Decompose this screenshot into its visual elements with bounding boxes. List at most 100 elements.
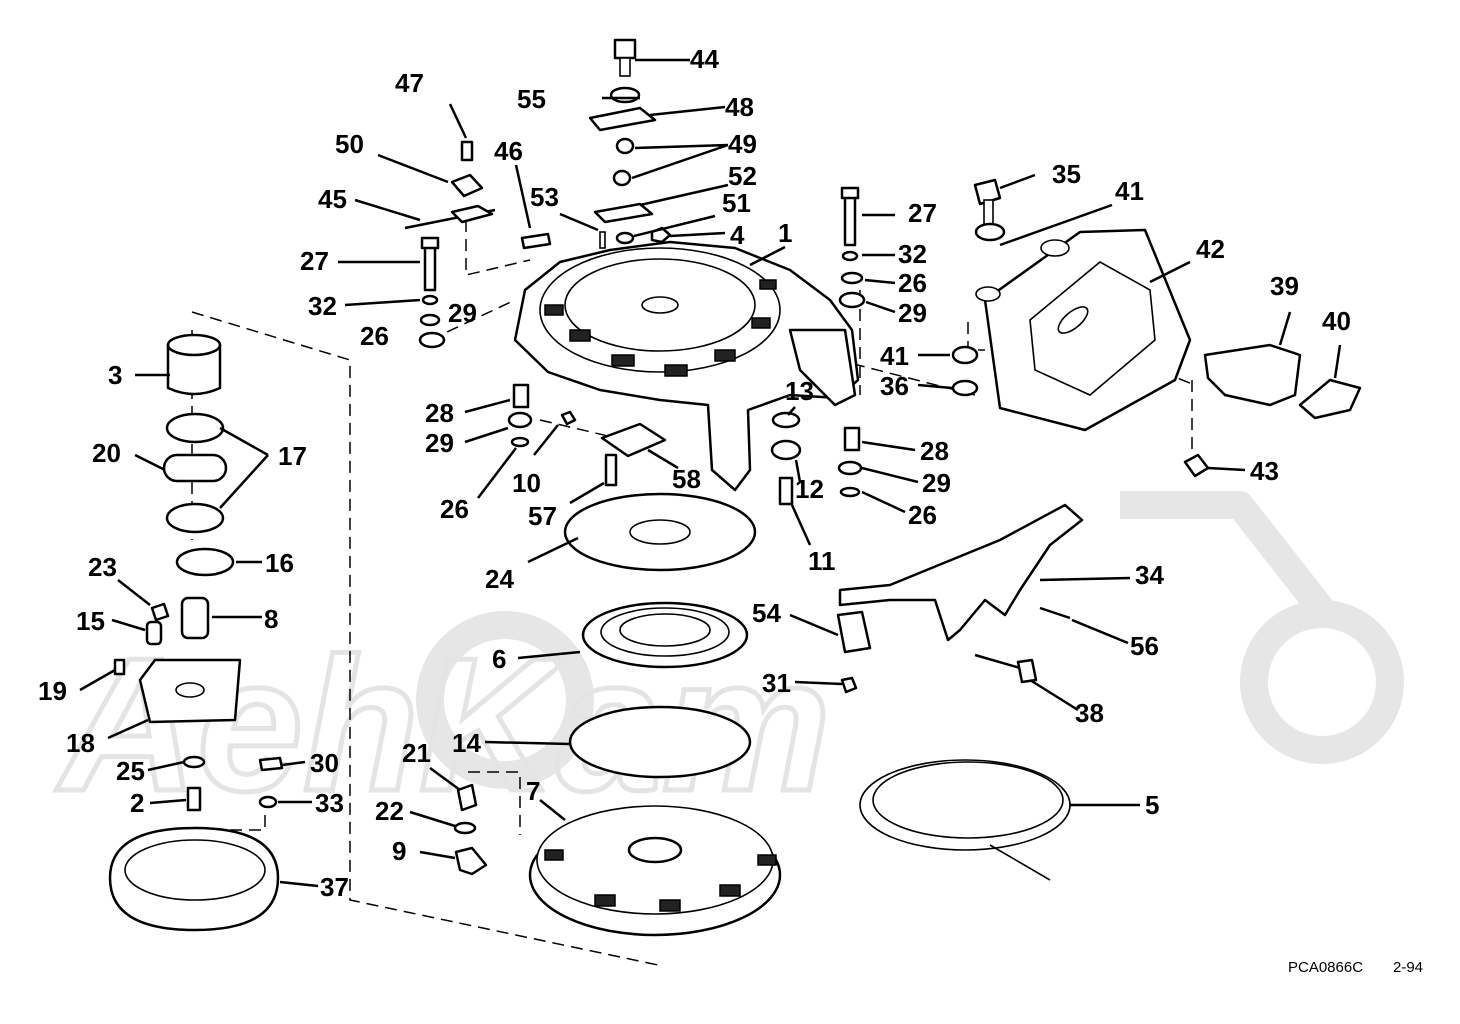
nut-31 (840, 676, 858, 694)
callout-39: 39 (1270, 271, 1299, 301)
callout-32-right: 32 (898, 239, 927, 269)
rope-5 (859, 759, 1071, 881)
callouts: 44 55 48 47 49 50 46 52 45 53 51 4 1 35 … (38, 44, 1351, 902)
washer-55 (609, 86, 641, 104)
callout-1: 1 (778, 218, 792, 248)
screw-2 (186, 786, 202, 812)
bolt-30 (258, 756, 284, 772)
callout-28-left: 28 (425, 398, 454, 428)
grommet-29d (837, 460, 863, 476)
bolt-35 (973, 178, 1002, 206)
pin-53 (599, 231, 606, 249)
callout-22: 22 (375, 796, 404, 826)
callout-41-mid: 41 (880, 341, 909, 371)
callout-43: 43 (1250, 456, 1279, 486)
washer-26c (510, 436, 530, 448)
pin-21 (456, 783, 478, 812)
callout-31: 31 (762, 668, 791, 698)
callout-29-right: 29 (898, 298, 927, 328)
washer-26b (840, 271, 864, 285)
callout-26-mid-left: 26 (440, 494, 469, 524)
clamp-50 (450, 173, 484, 198)
washer-22 (453, 821, 477, 835)
callout-54: 54 (752, 598, 781, 628)
spring-8 (180, 596, 210, 640)
callout-26-right: 26 (898, 268, 927, 298)
cap-43 (1183, 453, 1210, 478)
callout-58: 58 (672, 464, 701, 494)
callout-33: 33 (315, 788, 344, 818)
pulley-7 (528, 805, 782, 937)
cam-plate-58 (600, 422, 667, 458)
pin-19 (113, 658, 126, 676)
screw-44 (613, 38, 637, 60)
callout-28-right: 28 (920, 436, 949, 466)
callout-21: 21 (402, 738, 431, 768)
callout-16: 16 (265, 548, 294, 578)
washer-32b (841, 250, 859, 262)
washer-13 (771, 411, 801, 429)
callout-12: 12 (795, 474, 824, 504)
callout-11: 11 (808, 546, 836, 576)
callout-18: 18 (66, 728, 95, 758)
callout-27-left: 27 (300, 246, 329, 276)
callout-55: 55 (517, 84, 546, 114)
callout-45: 45 (318, 184, 347, 214)
spring-6 (581, 601, 749, 669)
callout-49: 49 (728, 129, 757, 159)
linkage-arm-34 (838, 503, 1084, 642)
callout-2: 2 (130, 788, 144, 818)
callout-23: 23 (88, 552, 117, 582)
starter-housing (513, 240, 860, 492)
rope-handle (1203, 343, 1302, 407)
callout-10: 10 (512, 468, 541, 498)
washer-14 (568, 705, 752, 779)
callout-32-left: 32 (308, 291, 337, 321)
callout-47: 47 (395, 68, 424, 98)
callout-3: 3 (108, 360, 122, 390)
callout-26-left: 26 (360, 321, 389, 351)
washer-32a (421, 294, 439, 306)
handle-insert (1298, 378, 1362, 420)
handle-bracket (975, 228, 1192, 432)
gasket-17a (165, 412, 225, 444)
grommet-41b (951, 345, 979, 365)
callout-40: 40 (1322, 306, 1351, 336)
date-code: 2-94 (1393, 959, 1423, 976)
callout-30: 30 (310, 748, 339, 778)
callout-42: 42 (1196, 234, 1225, 264)
pawl-23 (150, 602, 170, 622)
washer-51 (615, 231, 635, 245)
callout-5: 5 (1145, 790, 1159, 820)
bracket-54 (836, 610, 872, 654)
callout-53: 53 (530, 182, 559, 212)
bolt-27b (843, 193, 857, 247)
callout-29-left: 29 (448, 298, 477, 328)
cam-52 (593, 202, 654, 224)
callout-50: 50 (335, 129, 364, 159)
rope-guide-46 (520, 232, 552, 250)
callout-56: 56 (1130, 631, 1159, 661)
callout-37: 37 (320, 872, 349, 902)
callout-51: 51 (722, 188, 751, 218)
callout-36: 36 (880, 371, 909, 401)
callout-41-top: 41 (1115, 176, 1144, 206)
callout-4: 4 (730, 220, 745, 250)
callout-17: 17 (278, 441, 307, 471)
washer-36 (951, 379, 979, 397)
reference-code: PCA0866C (1288, 959, 1363, 976)
grommet-29b (838, 291, 866, 309)
callout-14: 14 (452, 728, 481, 758)
bolt-27a (423, 243, 437, 292)
callout-48: 48 (725, 92, 754, 122)
callout-25: 25 (116, 756, 145, 786)
grommet-12 (770, 439, 802, 461)
grommet-41a (974, 222, 1006, 242)
callout-27-right: 27 (908, 198, 937, 228)
grommet-29a (418, 331, 446, 349)
spacer-28b (843, 426, 861, 452)
callout-35: 35 (1052, 159, 1081, 189)
callout-34: 34 (1135, 560, 1164, 590)
callout-24: 24 (485, 564, 514, 594)
